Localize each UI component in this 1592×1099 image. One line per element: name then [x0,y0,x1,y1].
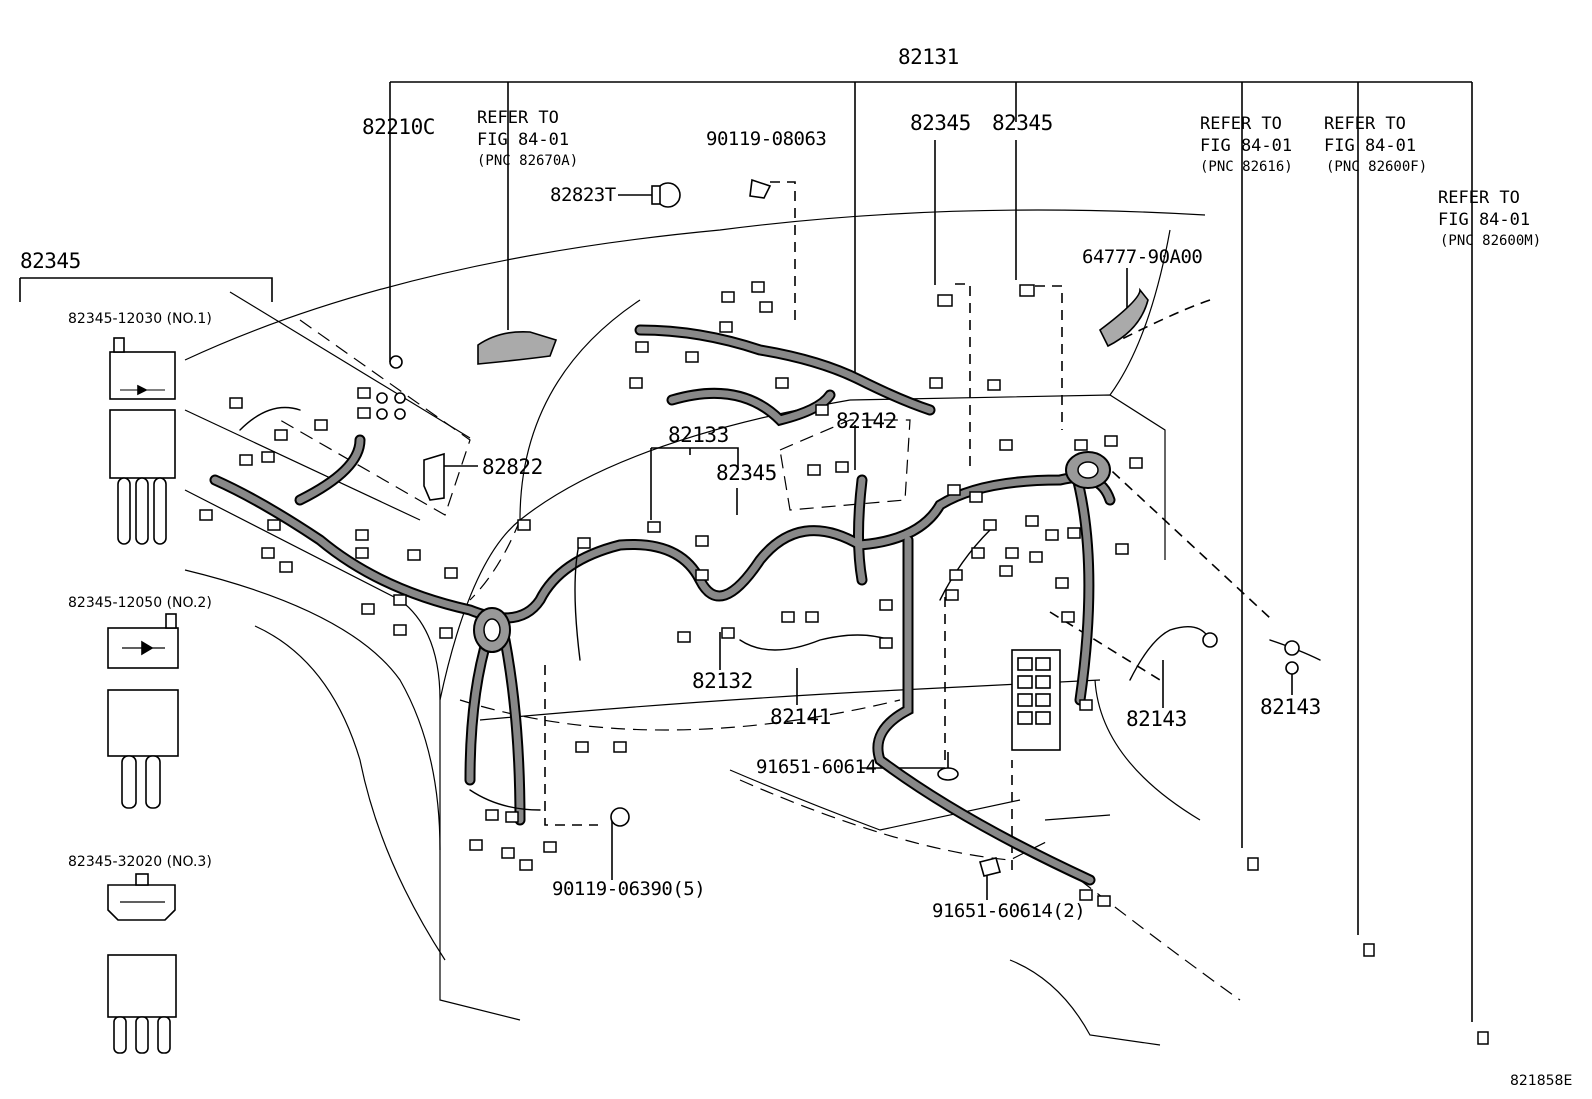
label-82132: 82132 [692,669,753,693]
figure-code: 821858E [1510,1073,1573,1089]
label-82345-c: 82345 [716,461,777,485]
refer-note-1-line1: REFER TO [477,108,559,128]
label-relay-no3: 82345-32020 (NO.3) [68,854,212,870]
label-82345-group: 82345 [20,249,81,273]
label-82143-a: 82143 [1126,707,1187,731]
refer-note-2-line1: REFER TO [1200,114,1282,134]
label-64777-90a00: 64777-90A00 [1082,246,1203,268]
label-90119-06390: 90119-06390(5) [552,878,706,900]
refer-note-1-line3: (PNC 82670A) [477,153,579,169]
refer-note-2-line2: FIG 84-01 [1200,136,1293,156]
label-relay-no1: 82345-12030 (NO.1) [68,311,212,327]
label-82141: 82141 [770,705,831,729]
label-82210c: 82210C [362,115,435,139]
refer-note-4-line1: REFER TO [1438,188,1520,208]
label-91651-60614-2: 91651-60614(2) [932,900,1086,922]
refer-note-2-line3: (PNC 82616) [1200,159,1293,175]
label-82823t: 82823T [550,184,616,206]
label-91651-60614: 91651-60614 [756,756,877,778]
label-82822: 82822 [482,455,543,479]
label-90119-08063: 90119-08063 [706,128,827,150]
label-82133: 82133 [668,423,729,447]
label-82142: 82142 [836,409,897,433]
refer-note-3-line1: REFER TO [1324,114,1406,134]
label-82345-a: 82345 [910,111,971,135]
refer-note-3-line3: (PNC 82600F) [1326,159,1428,175]
label-82143-b: 82143 [1260,695,1321,719]
refer-note-1-line2: FIG 84-01 [477,130,570,150]
refer-note-3-line2: FIG 84-01 [1324,136,1417,156]
refer-note-4-line3: (PNC 82600M) [1440,233,1542,249]
label-82131: 82131 [898,45,959,69]
label-relay-no2: 82345-12050 (NO.2) [68,595,212,611]
refer-note-4-line2: FIG 84-01 [1438,210,1531,230]
label-82345-b: 82345 [992,111,1053,135]
